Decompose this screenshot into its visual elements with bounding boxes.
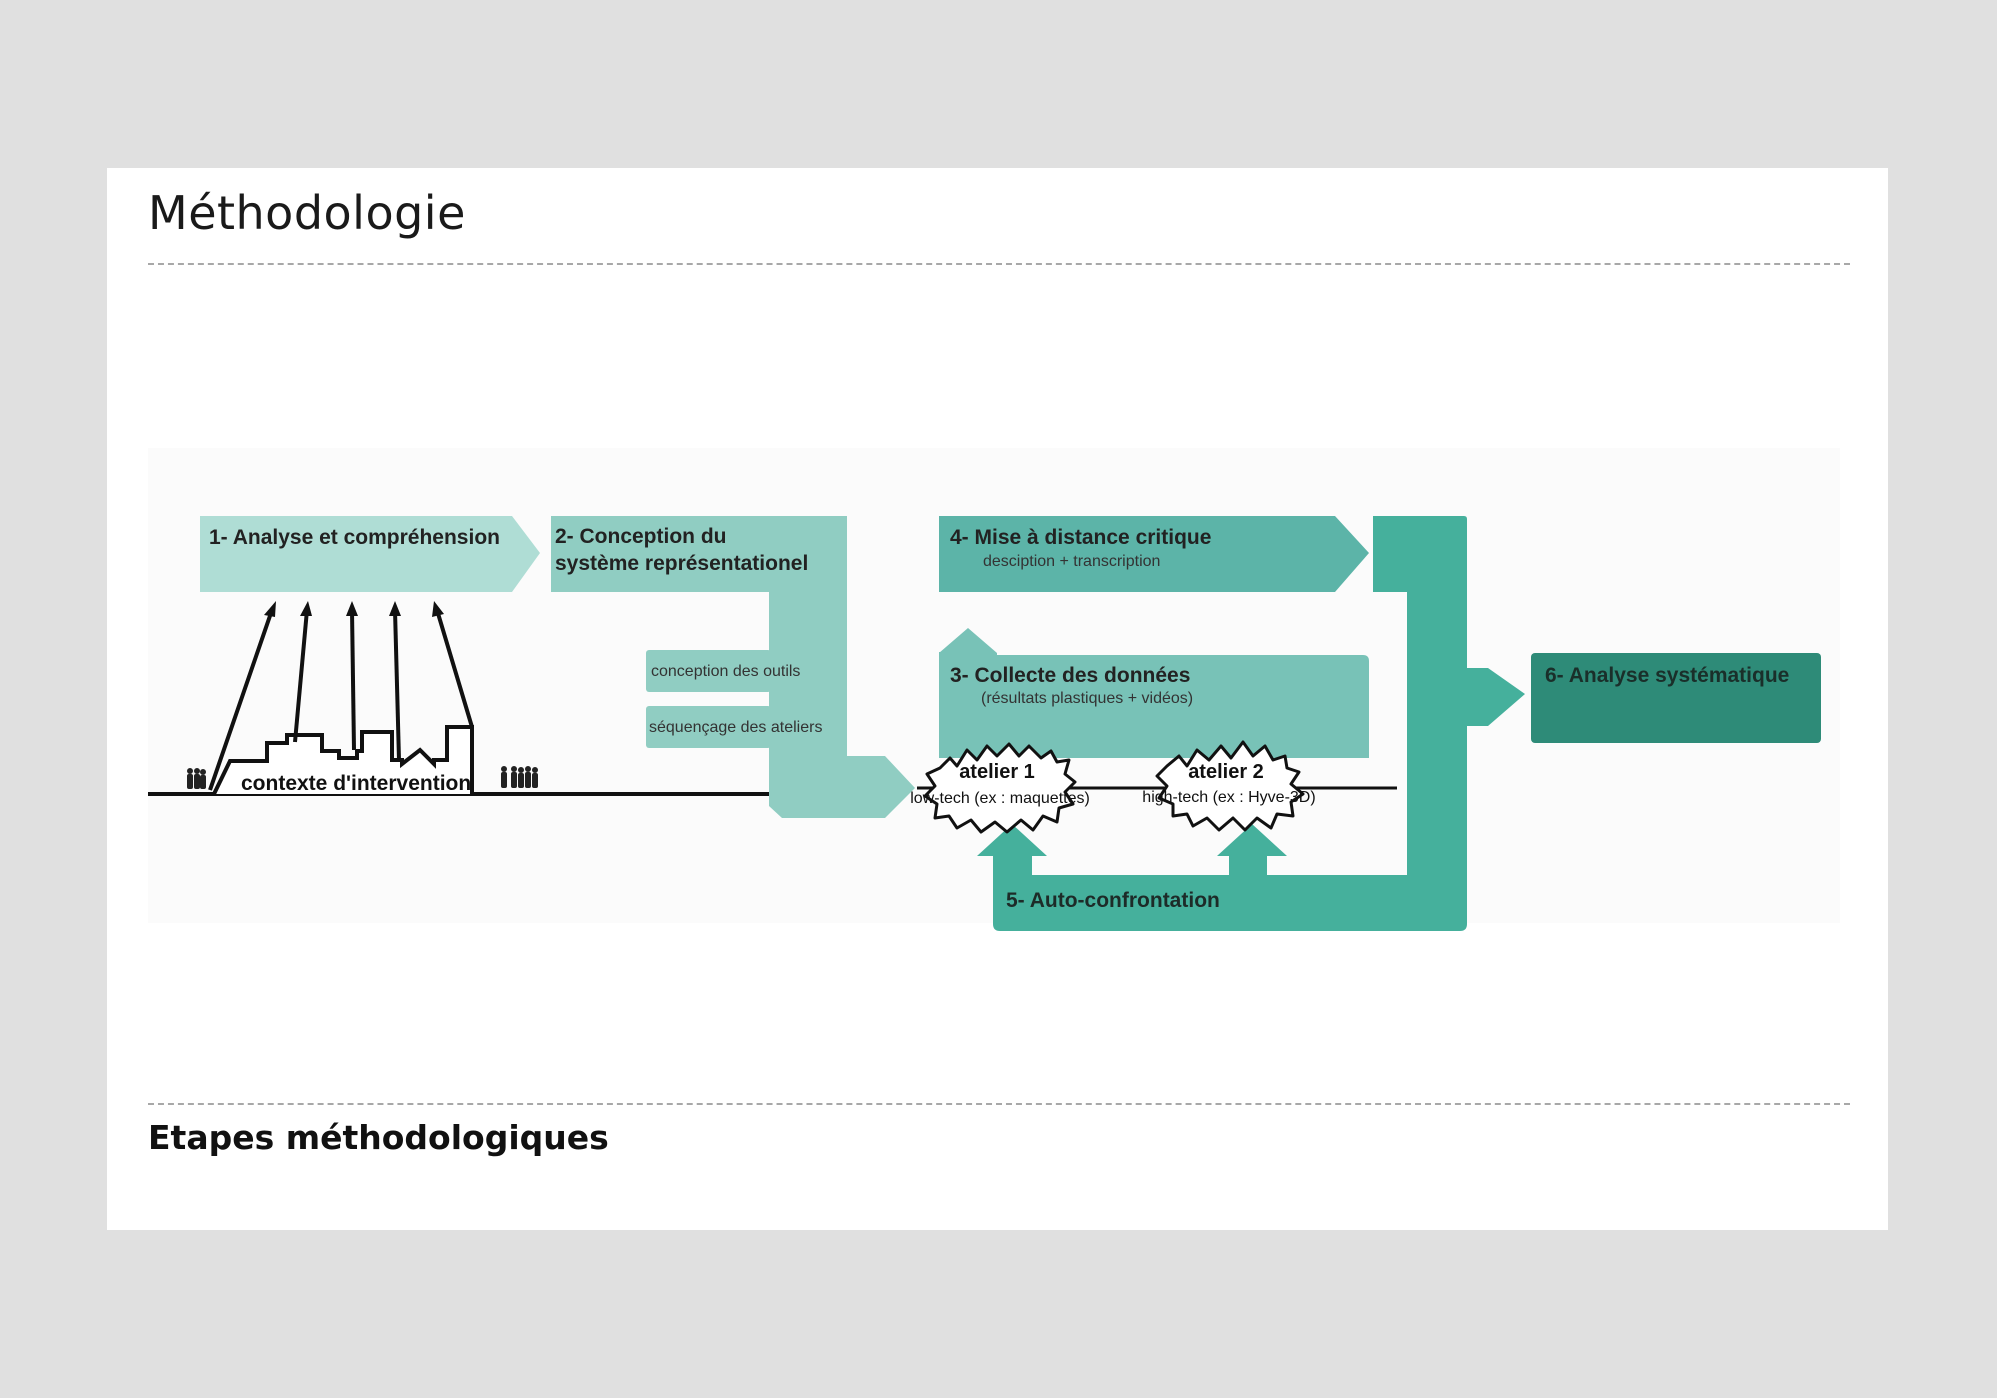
step4-label: 4- Mise à distance critique [950,526,1211,549]
slide: Méthodologie contexte d'intervention [107,168,1888,1230]
step5-loop-arrow [977,516,1525,931]
analysis-arrows [208,601,474,791]
step4-sub-label: desciption + transcription [983,553,1160,570]
step3-sub-label: (résultats plastiques + vidéos) [981,690,1193,707]
step2-label-line2: système représentationel [555,552,808,575]
people-left-icon [187,768,206,789]
step5-label: 5- Auto-confrontation [1006,889,1220,912]
atelier1-desc: low-tech (ex : maquettes) [910,790,1090,807]
step4-arrow [939,516,1369,592]
step2-sub1-label: conception des outils [651,663,800,680]
step2-sub1-box [646,650,771,692]
step3-box-edge-top [939,653,997,658]
step2-sub2-box [646,706,771,748]
step1-label: 1- Analyse et compréhension [209,526,500,549]
step6-box [1531,653,1821,743]
top-divider [148,263,1850,265]
context-label: contexte d'intervention [241,772,471,795]
step3-arrow [939,628,1369,758]
atelier2-cloud [1155,740,1305,832]
methodology-diagram: contexte d'intervention [148,448,1840,931]
step2-arrow [551,516,915,818]
atelier2-title: atelier 2 [1188,761,1264,783]
step6-label: 6- Analyse systématique [1545,664,1789,687]
atelier1-cloud [923,742,1077,834]
people-right-icon [501,766,538,788]
atelier1-title: atelier 1 [959,761,1035,783]
step2-sub2-label: séquençage des ateliers [649,719,822,736]
step3-label: 3- Collecte des données [950,664,1190,687]
step3-box-edge [939,655,999,758]
slide-subtitle: Etapes méthodologiques [148,1118,609,1157]
step2-label-line1: 2- Conception du [555,525,727,548]
step3-box-corner [939,652,941,654]
atelier2-desc: high-tech (ex : Hyve-3D) [1142,789,1315,806]
step1-arrow [200,516,540,592]
bottom-divider [148,1103,1850,1105]
city-skyline [212,725,474,795]
slide-title: Méthodologie [148,186,466,240]
